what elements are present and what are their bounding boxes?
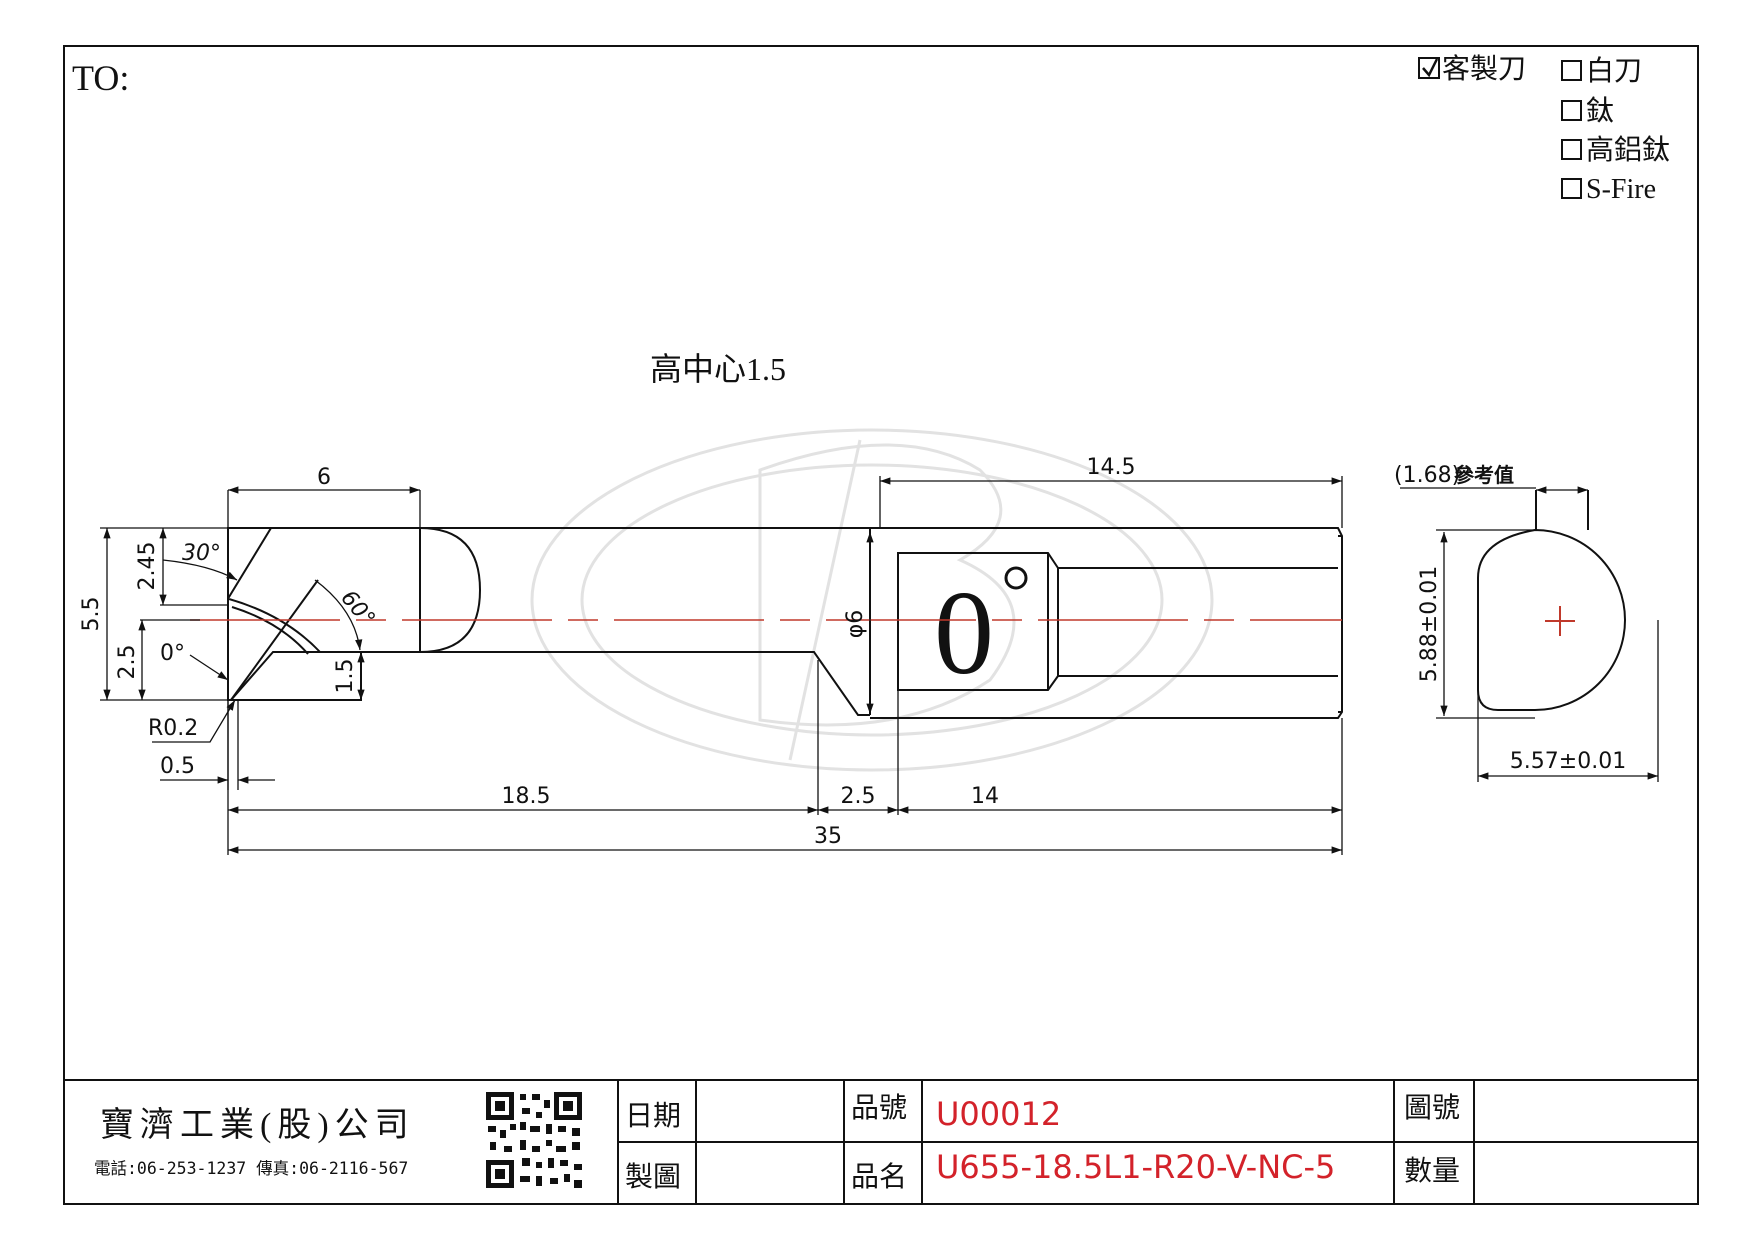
center-height-note: 高中心1.5 [650,351,786,387]
company-name: 寶濟工業(股)公司 [100,1106,415,1144]
checkbox-checked[interactable] [1418,57,1440,79]
end-view-center-mark [1545,606,1575,636]
chamfer-edge [227,527,273,598]
option-customized[interactable]: 客製刀 [1418,53,1526,85]
relief-arc-inner [231,606,309,655]
dim-0-5: 0.5 [160,754,195,779]
option-label: 白刀 [1586,55,1642,87]
end-view-dimension-lines [1400,486,1659,782]
shank-outline [870,527,1343,719]
dim-phi-6: φ6 [843,610,868,639]
option-altin[interactable]: 高鋁鈦 [1561,134,1670,166]
dim-2-45: 2.45 [135,542,160,591]
dimension-lines [100,476,1343,855]
part-name-value: U655-18.5L1-R20-V-NC-5 [936,1148,1335,1186]
dim-14-5: 14.5 [1087,455,1136,480]
part-number-label: 品號 [851,1092,907,1124]
option-label: 高鋁鈦 [1586,134,1670,166]
to-label: TO: [72,58,129,98]
cutting-edge-line [230,579,319,701]
company-contact: 電話:06-253-1237 傳真:06-2116-567 [94,1159,408,1178]
dim-5-5: 5.5 [79,597,104,632]
dim-r0-2: R0.2 [148,716,198,741]
end-view-profile [1477,528,1626,711]
part-name-label: 品名 [851,1161,907,1193]
end-view-ref-label: 參考值 [1454,463,1514,487]
checkbox[interactable] [1561,139,1582,160]
dim-6: 6 [317,465,331,490]
checkbox[interactable] [1561,178,1582,199]
qr-code [486,1092,582,1188]
dim-30-deg: 30° [182,541,221,566]
dim-2-5: 2.5 [841,784,876,809]
dim-14: 14 [971,784,999,809]
watermark-logo [530,428,1214,772]
option-white-blade[interactable]: 白刀 [1561,55,1642,87]
degree-icon [1004,566,1028,590]
option-s-fire[interactable]: S-Fire [1561,174,1656,205]
drawn-by-label: 製圖 [625,1161,681,1193]
checkbox[interactable] [1561,100,1582,121]
drawing-number-label: 圖號 [1404,1092,1460,1124]
dim-2-5-vertical: 2.5 [115,645,140,680]
check-mark-icon [1422,58,1439,78]
date-label: 日期 [625,1101,681,1132]
title-block-grid [64,1079,1698,1204]
quantity-label: 數量 [1404,1155,1460,1187]
tool-end-view [1477,490,1626,711]
option-label: 鈦 [1586,95,1614,127]
checkbox[interactable] [1561,60,1582,81]
shank-flat [1058,567,1338,677]
dim-5-57: 5.57±0.01 [1510,749,1626,774]
option-titanium[interactable]: 鈦 [1561,95,1614,127]
sheet-border [63,45,1699,1205]
dim-35: 35 [814,824,842,849]
dim-5-88: 5.88±0.01 [1417,566,1442,682]
dim-0-deg: 0° [160,641,185,666]
neck-round [419,527,482,653]
angle-mark-value: 0 [934,566,994,699]
option-label: S-Fire [1586,174,1656,205]
dim-1-5: 1.5 [333,659,358,694]
option-label: 客製刀 [1442,53,1526,85]
shank-chamfer-lines [1338,535,1342,713]
tool-side-view [227,527,1343,719]
dim-18-5: 18.5 [502,784,551,809]
part-number-value: U00012 [936,1095,1061,1133]
dim-60-deg: 60° [335,586,379,632]
neck-bottom [420,651,870,716]
end-view-ref-value: (1.68) [1394,463,1460,488]
